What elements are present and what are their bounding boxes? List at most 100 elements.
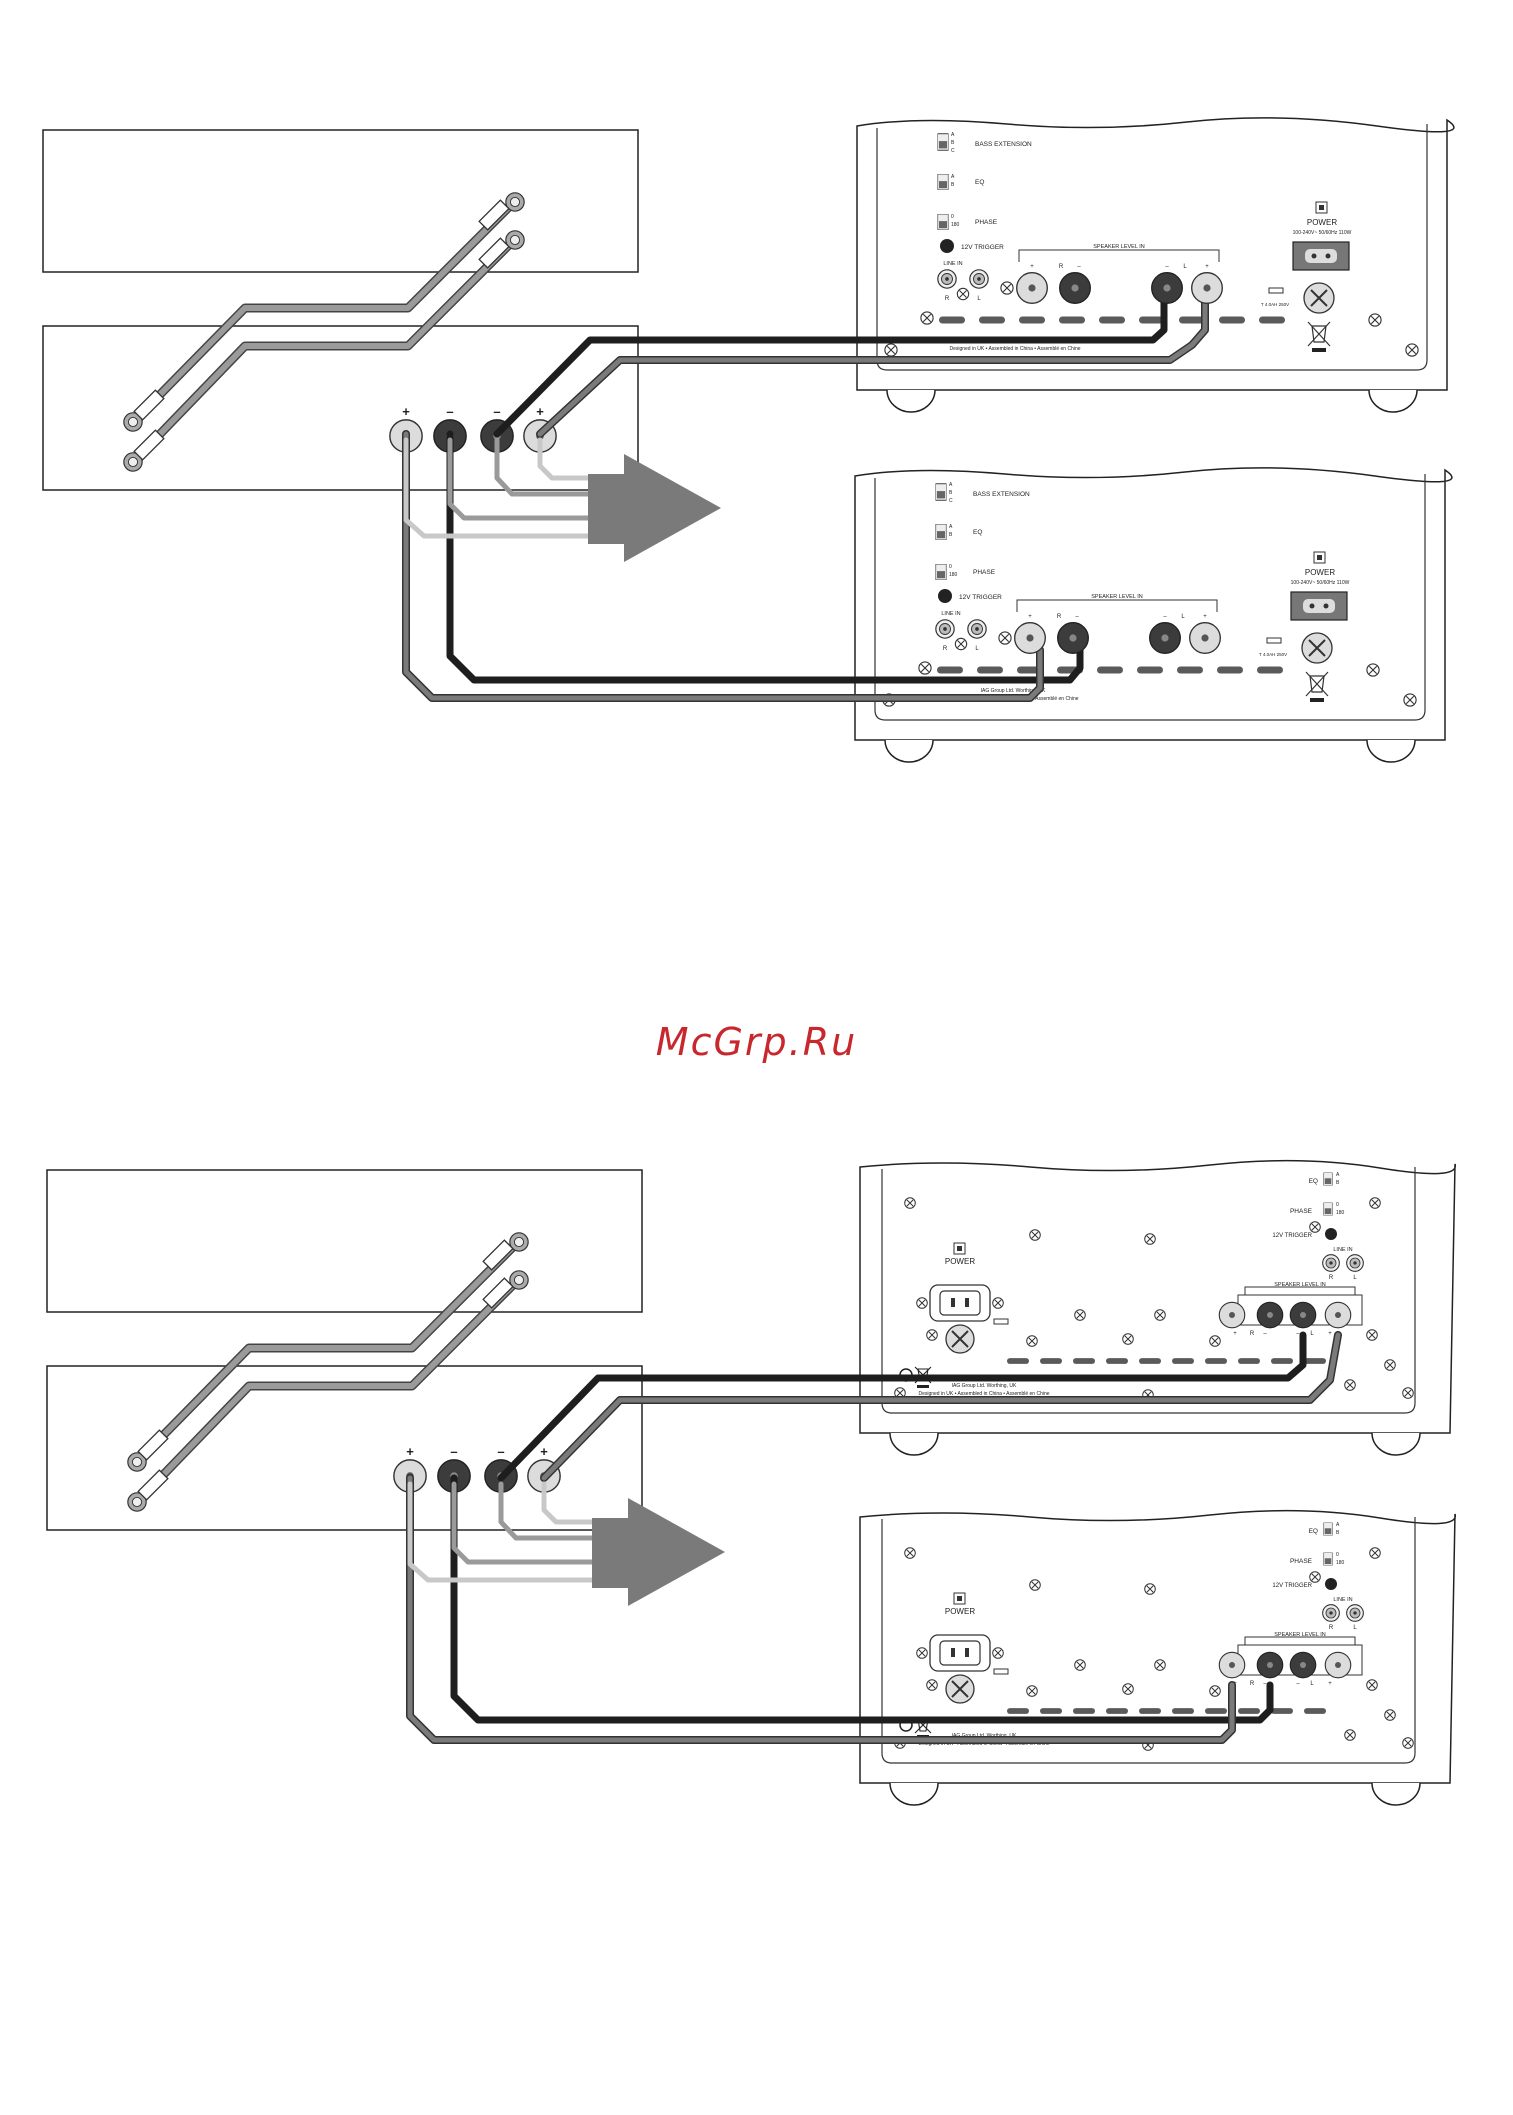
foot	[886, 389, 936, 413]
screw-icon	[1122, 1683, 1134, 1695]
terminal-sign: +	[1328, 1331, 1332, 1337]
eq-label: EQ	[973, 529, 982, 536]
amp-section-1: +––+	[42, 129, 639, 491]
rca-plug-body	[478, 237, 510, 269]
vent-slot	[1217, 666, 1243, 674]
terminal-sign: –	[1163, 614, 1167, 620]
terminal-sign: –	[446, 404, 453, 419]
screw-icon	[1366, 1329, 1378, 1341]
fuse-icon	[1266, 637, 1282, 644]
terminal-sign: –	[1263, 1681, 1267, 1687]
rca-plug-body	[133, 429, 165, 461]
opt-label: A	[949, 524, 953, 530]
terminal-sign: +	[406, 1444, 414, 1459]
foot	[1368, 389, 1418, 413]
voltage-label: 100-240V~ 50/60Hz 110W	[1291, 580, 1350, 586]
binding-post-dark	[1256, 1651, 1284, 1679]
source-unit-box	[42, 129, 639, 273]
line-in-r-socket	[1322, 1254, 1340, 1272]
screw-icon	[926, 1679, 938, 1691]
phase-switch	[935, 564, 947, 580]
vent-slot	[1106, 1708, 1128, 1714]
ch-label: L	[1310, 1331, 1314, 1337]
binding-post-light	[1218, 1651, 1246, 1679]
screw-icon	[1154, 1309, 1166, 1321]
speaker-wire-grey	[403, 431, 1043, 701]
rca-cable	[134, 1245, 515, 1465]
screw-icon	[1000, 281, 1014, 295]
eq-switch	[937, 174, 949, 190]
iec-pin	[1323, 603, 1329, 609]
vent-slot	[1259, 316, 1285, 324]
vent-slot	[979, 316, 1005, 324]
speaker-level-bracket	[1244, 1286, 1356, 1295]
foot	[1371, 1432, 1421, 1456]
foot	[884, 739, 934, 763]
manufacturer-line2: Designed in UK • Assembled in China • As…	[949, 346, 1080, 352]
vent-slot	[1238, 1708, 1260, 1714]
opt-label: B	[949, 490, 953, 496]
vent-slot	[1257, 666, 1283, 674]
screw-icon	[1074, 1309, 1086, 1321]
phase-switch	[1323, 1552, 1333, 1566]
trigger-jack	[1325, 1578, 1337, 1590]
vent-slot	[1172, 1358, 1194, 1364]
screw-icon	[1368, 313, 1382, 327]
fuse-label: T 4.0AH 250V	[1261, 302, 1289, 307]
opt-label: B	[1336, 1180, 1340, 1186]
screw-icon	[1074, 1659, 1086, 1671]
screw-icon	[1026, 1335, 1038, 1347]
vent-slot	[1019, 316, 1045, 324]
weee-cross	[1305, 671, 1329, 697]
screw-icon	[1144, 1233, 1156, 1245]
power-label: POWER	[1305, 568, 1335, 577]
phase-label: PHASE	[1290, 1208, 1313, 1215]
screw-icon	[1122, 1333, 1134, 1345]
vent-slot	[1271, 1708, 1293, 1714]
ch-label: R	[1250, 1331, 1255, 1337]
binding-post-light	[1324, 1651, 1352, 1679]
fuse-icon	[993, 1318, 1009, 1325]
vent-slot	[1097, 666, 1123, 674]
screw-icon	[920, 311, 934, 325]
rca-cable	[134, 1283, 515, 1505]
vent-slot	[1040, 1708, 1062, 1714]
opt-label: A	[1336, 1522, 1340, 1528]
terminal-sign: +	[540, 1444, 548, 1459]
opt-label: B	[949, 532, 953, 538]
binding-post-light	[1324, 1301, 1352, 1329]
cabinet-outline	[854, 467, 1453, 741]
power-switch-dot	[957, 1596, 962, 1601]
foot	[1366, 739, 1416, 763]
rca-plug-body	[133, 389, 165, 421]
speaker-level-in-label: SPEAKER LEVEL IN	[1093, 244, 1144, 250]
iec-inlet-socket	[939, 1640, 981, 1666]
opt-label: B	[1336, 1530, 1340, 1536]
rca-plug-body	[482, 1277, 514, 1309]
opt-label: 0	[949, 564, 952, 570]
binding-post-dark	[1289, 1651, 1317, 1679]
screw-icon	[1344, 1729, 1356, 1741]
speaker-level-in-label: SPEAKER LEVEL IN	[1091, 594, 1142, 600]
terminal-sign: +	[1205, 264, 1209, 270]
terminal-sign: +	[1030, 264, 1034, 270]
ch-label: L	[1181, 614, 1185, 620]
panel-plate	[881, 1517, 1416, 1764]
fuse-cross	[951, 1680, 969, 1698]
power-label: POWER	[1307, 218, 1337, 227]
ch-label: R	[1059, 264, 1064, 270]
vent-slot	[1139, 1358, 1161, 1364]
screw-icon	[1209, 1335, 1221, 1347]
vent-slot	[1304, 1708, 1326, 1714]
trigger-label: 12V TRIGGER	[961, 244, 1004, 251]
ch-label: L	[1353, 1275, 1357, 1281]
vent-slot	[1040, 1358, 1062, 1364]
vent-slot	[1304, 1358, 1326, 1364]
stub-wire	[498, 1481, 597, 1541]
opt-label: A	[951, 174, 955, 180]
stub-wire	[403, 437, 593, 539]
line-in-r-socket	[935, 619, 955, 639]
line-in-label: LINE IN	[1333, 1597, 1352, 1603]
stub-wire	[407, 1481, 597, 1583]
iec-pin	[1311, 253, 1317, 259]
